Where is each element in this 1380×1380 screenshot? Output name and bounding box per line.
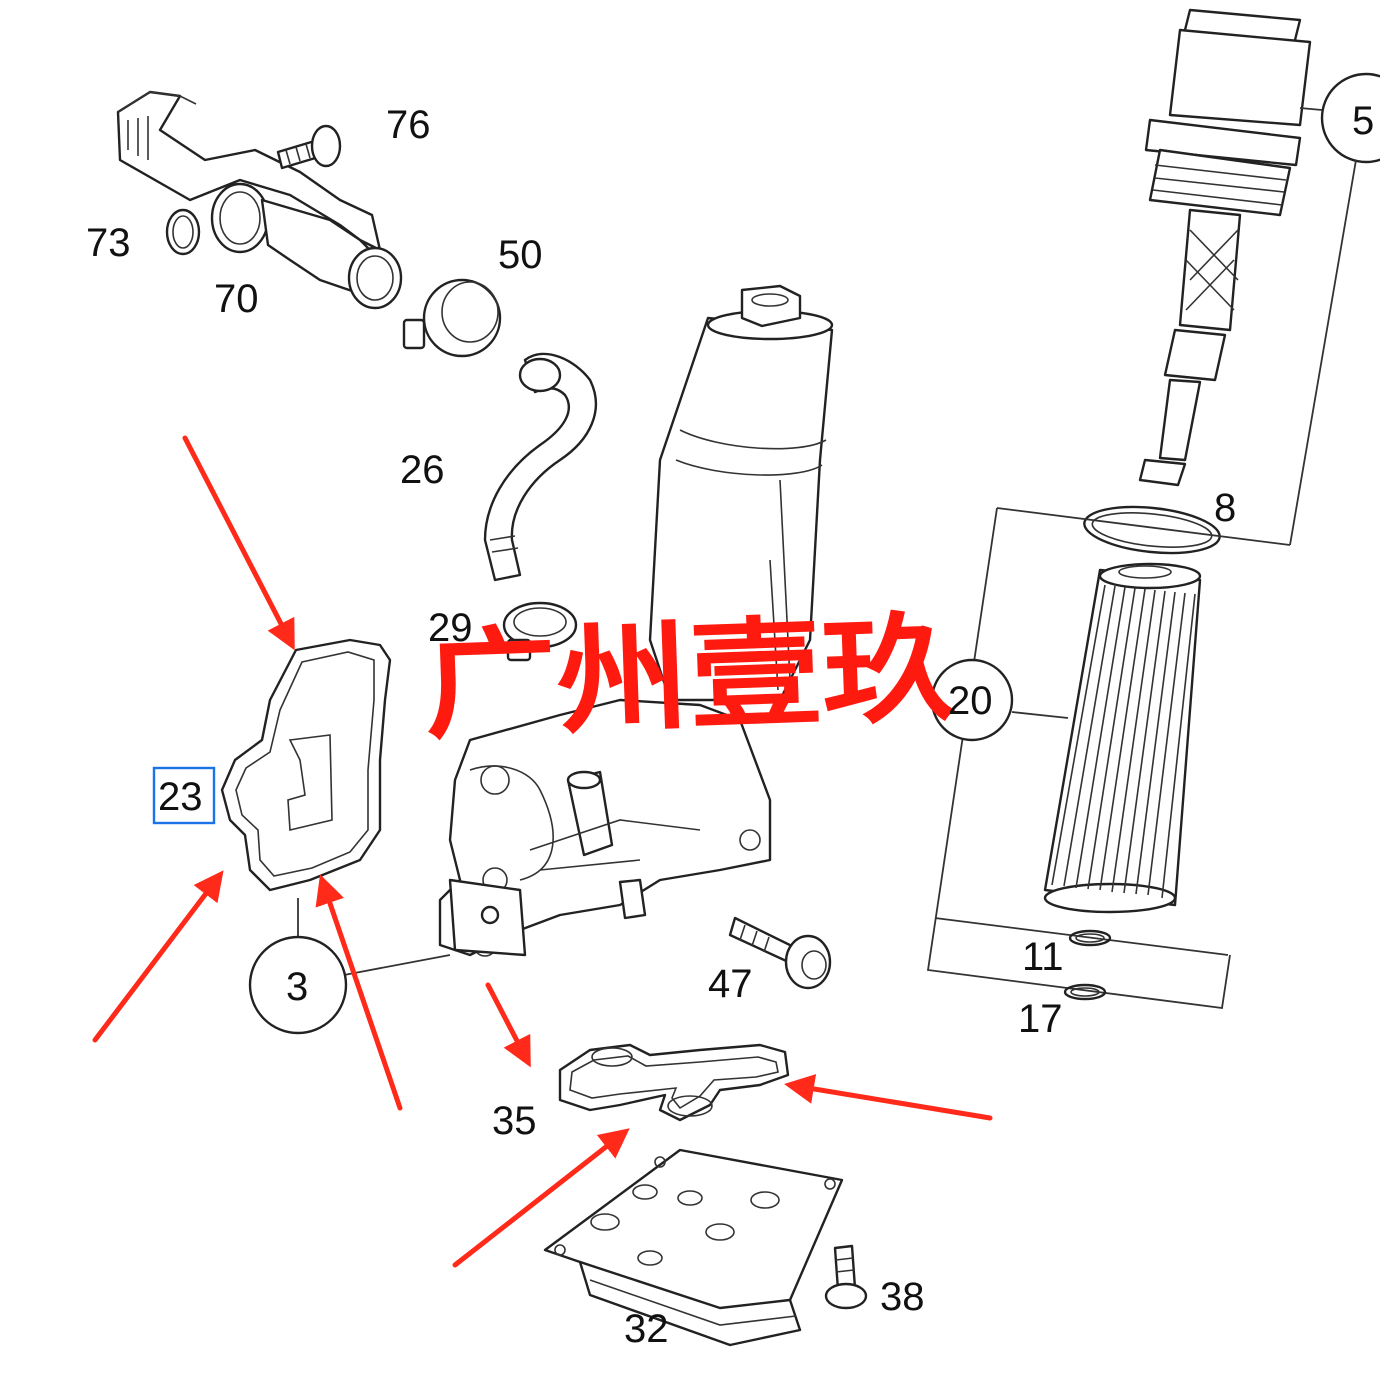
label-50: 50 [498, 233, 543, 277]
watermark-text: 广州壹玖 [422, 598, 957, 755]
filter-cap-5-part [1138, 8, 1312, 487]
arrow-5 [784, 1074, 993, 1121]
label-8: 8 [1214, 486, 1236, 530]
label-38: 38 [880, 1275, 925, 1319]
red-arrows [92, 435, 993, 1268]
label-76: 76 [386, 103, 431, 147]
clamp-29-part [502, 601, 578, 662]
o-ring-70-part [165, 208, 201, 256]
label-20: 20 [948, 679, 993, 723]
o-ring-11-part [1068, 929, 1112, 947]
callout-circle-5 [1289, 72, 1380, 546]
label-26: 26 [400, 448, 445, 492]
label-3: 3 [286, 965, 308, 1009]
oil-filter-housing-part [438, 284, 834, 957]
label-32: 32 [624, 1307, 669, 1351]
label-35: 35 [492, 1099, 537, 1143]
label-29: 29 [428, 606, 473, 650]
label-73: 73 [86, 221, 131, 265]
filter-element-20-part [1043, 562, 1202, 914]
arrow-2 [92, 870, 224, 1043]
label-47: 47 [708, 962, 753, 1006]
oil-cooler-32-part [543, 1148, 844, 1347]
gasket-35-part [558, 1043, 790, 1122]
arrow-3 [315, 874, 403, 1111]
gasket-23-part [220, 638, 392, 892]
callout-circle-3 [248, 898, 451, 1035]
bolt-47-part [728, 916, 832, 990]
label-5: 5 [1352, 99, 1374, 143]
bolt-76-part [276, 124, 342, 170]
label-70: 70 [214, 277, 259, 321]
highlight-box-23 [152, 766, 216, 825]
arrow-4 [485, 982, 531, 1068]
callout-circle-20 [930, 658, 1014, 742]
o-ring-8-part [1083, 505, 1221, 555]
label-11: 11 [1022, 935, 1064, 979]
hose-clamp-50-part [402, 278, 502, 358]
outlet-pipe-part [116, 90, 403, 310]
arrow-1 [182, 435, 295, 651]
arrow-6 [452, 1128, 630, 1268]
bolt-38-part [824, 1244, 868, 1310]
o-ring-17-part [1063, 983, 1107, 1001]
label-17: 17 [1018, 997, 1063, 1041]
label-23: 23 [158, 775, 203, 819]
hose-26-part [483, 352, 598, 582]
